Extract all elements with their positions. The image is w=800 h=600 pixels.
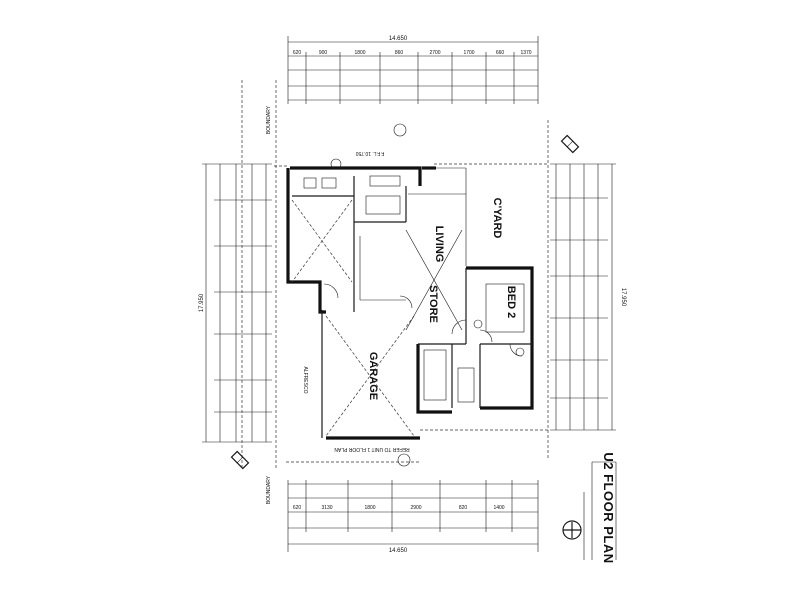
top-overall-dim: 14.650 <box>389 36 408 42</box>
section-markers <box>230 134 580 470</box>
title-block: U2 FLOOR PLAN <box>591 452 617 564</box>
top-dim-1: 620 <box>293 50 302 56</box>
bottom-boundary-note: BOUNDARY <box>266 475 272 504</box>
top-dim-5: 2700 <box>429 50 440 56</box>
top-dim-2: 900 <box>319 50 328 56</box>
top-dim-4: 860 <box>395 50 404 56</box>
site-boundary: BOUNDARY BOUNDARY <box>241 80 549 504</box>
room-bed: BED 2 <box>505 286 517 318</box>
top-dim-7: 660 <box>496 50 505 56</box>
room-cyard: C'YARD <box>491 198 503 239</box>
plan-notes: F.F.L. 10.750 REFER TO UNIT 1 FLOOR PLAN… <box>302 150 410 452</box>
right-dimension-strings: 17.950 <box>550 163 626 431</box>
left-overall-dim: 17.950 <box>199 293 205 312</box>
bottom-dim-4: 2900 <box>410 505 421 511</box>
bottom-dim-2: 3130 <box>321 505 332 511</box>
room-labels: C'YARD STORE LIVING BED 2 GARAGE <box>367 198 517 401</box>
bottom-dim-5: 820 <box>459 505 468 511</box>
plan-detail-lines <box>291 123 525 467</box>
fall-note: F.F.L. 10.750 <box>355 150 384 156</box>
left-dimension-strings: 17.950 <box>199 163 288 443</box>
bottom-dim-3: 1800 <box>364 505 375 511</box>
porch-note: ALFRESCO <box>302 367 308 394</box>
entry-note: REFER TO UNIT 1 FLOOR PLAN <box>334 446 410 452</box>
bottom-dim-1: 620 <box>293 505 302 511</box>
top-dim-6: 1700 <box>463 50 474 56</box>
bottom-dim-6: 1400 <box>493 505 504 511</box>
top-boundary-note: BOUNDARY <box>266 105 272 134</box>
right-overall-dim: 17.950 <box>620 288 626 307</box>
top-dimension-strings: 14.650 620 900 1800 860 2700 1700 660 13… <box>287 36 539 104</box>
north-arrow <box>562 492 585 560</box>
room-living: LIVING <box>433 226 445 263</box>
room-store: STORE <box>427 285 439 323</box>
top-dim-3: 1800 <box>354 50 365 56</box>
top-dim-8: 1370 <box>520 50 531 56</box>
bottom-dimension-strings: 620 3130 1800 2900 820 1400 14.650 <box>287 480 539 554</box>
room-garage: GARAGE <box>367 352 379 400</box>
plan-title: U2 FLOOR PLAN <box>601 452 616 563</box>
bottom-overall-dim: 14.650 <box>389 548 408 554</box>
